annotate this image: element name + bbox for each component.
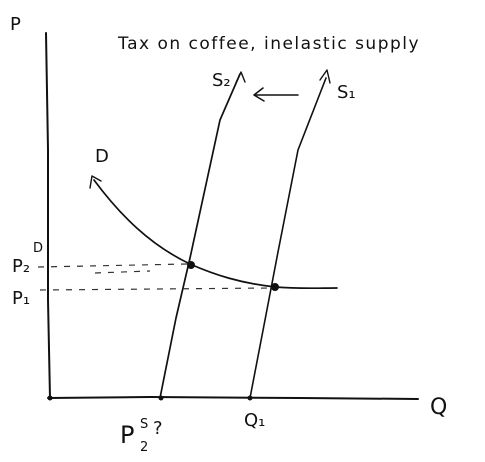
origin-point xyxy=(47,395,53,401)
x-axis xyxy=(47,396,419,400)
supply-curve-s1 xyxy=(249,69,331,399)
q2-label-super: S xyxy=(140,417,148,432)
demand-label: D xyxy=(95,146,109,167)
supply-s2-label: S₂ xyxy=(212,70,231,91)
q2-label: P S 2 ? xyxy=(120,417,163,455)
p1-label: P₁ xyxy=(12,288,30,309)
supply-s1-label: S₁ xyxy=(337,82,356,103)
q1-label: Q₁ xyxy=(244,410,265,431)
p2-guide-line-extra xyxy=(94,270,151,274)
x-axis-label: Q xyxy=(430,395,447,420)
axes xyxy=(45,32,419,400)
p2-label-main: P₂ xyxy=(12,256,30,277)
equilibrium-point-original xyxy=(271,283,279,291)
q1-point xyxy=(247,395,253,401)
p1-guide-line xyxy=(39,287,273,291)
q2-label-question: ? xyxy=(153,418,163,439)
p2-guide-line xyxy=(37,263,189,268)
demand-curve xyxy=(89,175,338,290)
q2-label-sub: 2 xyxy=(140,440,148,455)
diagram-title: Tax on coffee, inelastic supply xyxy=(117,34,420,54)
q2-point xyxy=(158,395,164,401)
price-label-p2: P₂ D xyxy=(12,241,43,277)
equilibrium-point-new xyxy=(187,261,195,269)
shift-arrow xyxy=(253,87,299,102)
y-axis-label: P xyxy=(10,14,21,35)
q2-label-main: P xyxy=(120,421,134,449)
y-axis xyxy=(45,32,51,399)
supply-curve-s2 xyxy=(159,71,246,399)
p2-label-super: D xyxy=(33,241,43,256)
